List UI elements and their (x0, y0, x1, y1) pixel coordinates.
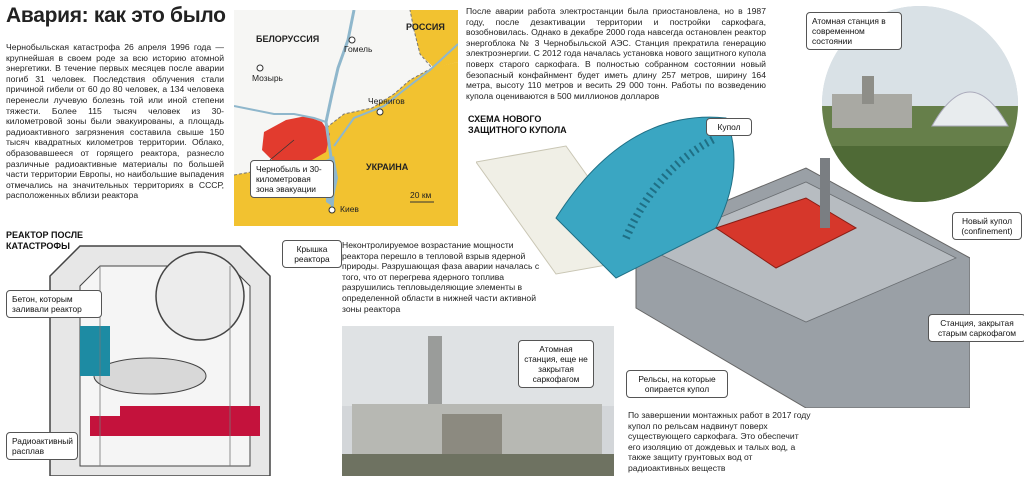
city-mozyr: Мозырь (252, 73, 283, 83)
bottom-text: По завершении монтажных работ в 2017 год… (628, 410, 811, 473)
middle-text: Неконтролируемое возрастание мощности ре… (342, 240, 540, 314)
city-dot-chernigov (376, 108, 384, 116)
city-dot-mozyr (256, 64, 264, 72)
city-gomel: Гомель (344, 44, 373, 54)
station-callout: Станция, закрытая старым саркофагом (928, 314, 1024, 342)
zone-leader (269, 139, 295, 161)
page-title: Авария: как это было (6, 4, 226, 27)
map-zone (262, 116, 330, 166)
reactor-section-title: РЕАКТОР ПОСЛЕ КАТАСТРОФЫ (6, 230, 84, 251)
zone-callout: Чернобыль и 30-километровая зона эвакуац… (250, 160, 334, 198)
reactor-lava-area (120, 406, 260, 436)
ventilation-stack (820, 158, 830, 228)
country-belarus: БЕЛОРУССИЯ (256, 34, 320, 44)
map-scale-label: 20 км (410, 190, 432, 200)
intro-text: Чернобыльская катастрофа 26 апреля 1996 … (6, 42, 224, 201)
photo-old-graphic (342, 326, 614, 476)
radioactive-lava-callout: Радиоактивный расплав (6, 432, 78, 460)
dome-graphic (476, 116, 970, 408)
map: БЕЛОРУССИЯ РОССИЯ УКРАИНА Гомель Мозырь … (234, 10, 458, 226)
map-russia-area (410, 10, 458, 68)
reactor-graphic (49, 245, 271, 476)
dome-diagram (476, 108, 970, 408)
dome-shape (555, 116, 735, 279)
reactor-diagram (40, 226, 280, 476)
rails-callout: Рельсы, на которые опирается купол (626, 370, 728, 398)
map-river-pripyat (234, 105, 327, 123)
city-chernigov: Чернигов (368, 96, 405, 106)
photo-old-callout: Атомная станция, еще не закрытая саркофа… (518, 340, 594, 388)
reactor-lid-shape (155, 251, 245, 341)
reactor-concrete-area (80, 326, 110, 376)
new-dome-callout: Новый купол (confinement) (952, 212, 1022, 240)
reactor-lid-callout: Крышка реактора (282, 240, 342, 268)
dome-callout: Купол (706, 118, 752, 136)
country-ukraine: УКРАИНА (366, 162, 409, 172)
city-kiev: Киев (340, 204, 359, 214)
scheme-title: СХЕМА НОВОГО ЗАЩИТНОГО КУПОЛА (468, 114, 567, 135)
city-dot-kiev (328, 206, 336, 214)
photo-current-callout: Атомная станция в современном состоянии (806, 12, 902, 50)
map-river-desna (333, 43, 458, 147)
top-text: После аварии работа электростанции была … (466, 6, 766, 101)
city-dot-gomel (348, 36, 356, 44)
country-russia: РОССИЯ (406, 22, 445, 32)
concrete-callout: Бетон, которым заливали реактор (6, 290, 102, 318)
